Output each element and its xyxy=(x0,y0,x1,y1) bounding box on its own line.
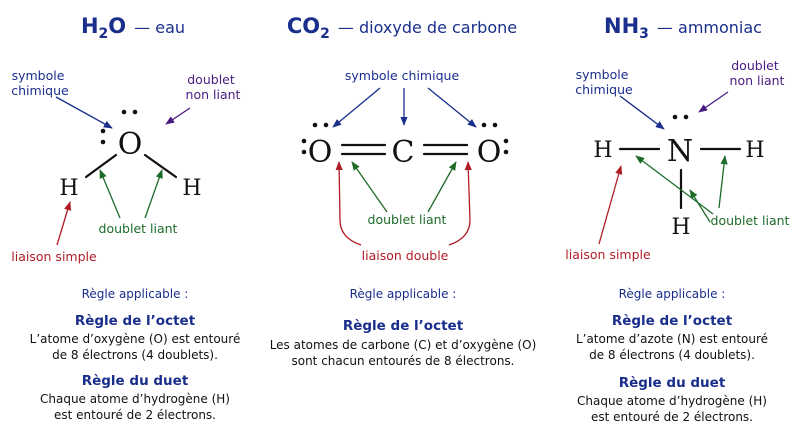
nh3-octet-rule-line-2: de 8 électrons (4 doublets). xyxy=(589,348,755,362)
h2o-symbol-label: symbole chimique xyxy=(11,68,69,98)
h2o-octet-rule-line-2: de 8 électrons (4 doublets). xyxy=(52,348,218,362)
nh3-hydrogen-left-atom: H xyxy=(593,138,612,163)
co2-octet-rule-line-2: sont chacun entourés de 8 électrons. xyxy=(291,354,514,368)
co2-bond-arrow-right xyxy=(448,161,472,246)
h2o-lone-pair-left xyxy=(100,128,106,145)
co2-bond-label: liaison double xyxy=(362,248,449,263)
nh3-rule-intro: Règle applicable : xyxy=(619,287,726,301)
nh3-hydrogen-right-atom: H xyxy=(745,138,764,163)
co2-rule-intro: Règle applicable : xyxy=(350,287,457,301)
co2-symbol-arrow-left xyxy=(332,87,381,128)
nh3-duet-rule-line-2: est entouré de 2 électrons. xyxy=(591,410,753,424)
h2o-lone-pair-label: doublet non liant xyxy=(186,72,241,102)
nh3-duet-rule-line-1: Chaque atome d’hydrogène (H) xyxy=(577,394,767,408)
nh3-bonding-arrow-bottom xyxy=(689,189,711,223)
h2o-rule-intro: Règle applicable : xyxy=(82,287,189,301)
co2-carbon-atom: C xyxy=(392,135,415,170)
h2o-duet-rule-line-2: est entouré de 2 électrons. xyxy=(54,408,216,422)
co2-double-bond-left xyxy=(340,143,387,156)
nh3-octet-rule-title: Règle de l’octet xyxy=(612,313,733,329)
h2o-title: H2O— eau xyxy=(81,14,185,42)
co2-panel: CO2— dioxyde de carbone O C O symb xyxy=(270,14,537,368)
h2o-bonding-arrow-left xyxy=(99,169,121,219)
co2-lone-pair-right-side xyxy=(503,138,509,155)
co2-bond-arrow-left xyxy=(335,161,362,246)
co2-symbol-arrow-right xyxy=(427,87,477,128)
co2-bonding-label: doublet liant xyxy=(368,212,447,227)
nh3-bond-label: liaison simple xyxy=(565,247,651,262)
nh3-lone-pair-label: doublet non liant xyxy=(730,58,785,88)
h2o-symbol-arrow xyxy=(55,96,113,129)
h2o-bond-label: liaison simple xyxy=(11,249,97,264)
h2o-octet-rule-title: Règle de l’octet xyxy=(75,313,196,329)
h2o-panel: H2O— eau O H H symbole chimique doublet … xyxy=(11,14,240,422)
nh3-panel: NH3— ammoniac N H H H symbole chimique d… xyxy=(565,14,789,424)
co2-symbol-label: symbole chimique xyxy=(345,68,460,83)
h2o-lone-pair-arrow xyxy=(165,107,191,125)
h2o-lone-pair-top xyxy=(121,109,138,115)
nh3-duet-rule-title: Règle du duet xyxy=(619,375,726,391)
h2o-octet-rule-line-1: L’atome d’oxygène (O) est entouré xyxy=(30,332,241,346)
co2-lone-pair-left-top xyxy=(312,122,329,128)
h2o-bond-left xyxy=(84,153,118,179)
nh3-hydrogen-bottom-atom: H xyxy=(671,215,690,240)
nh3-octet-rule-line-1: L’atome d’azote (N) est entouré xyxy=(576,332,768,346)
co2-double-bond-right xyxy=(422,143,469,156)
co2-oxygen-left-atom: O xyxy=(308,135,333,170)
co2-bonding-arrow-left xyxy=(351,161,388,213)
co2-lone-pair-right-top xyxy=(481,122,498,128)
h2o-bonding-label: doublet liant xyxy=(99,221,178,236)
nh3-bond-arrow xyxy=(598,165,623,245)
co2-bonding-arrow-right xyxy=(427,161,457,213)
nh3-symbol-label: symbole chimique xyxy=(575,67,633,97)
nh3-bonding-arrow-left xyxy=(635,155,714,215)
h2o-bond-right xyxy=(143,153,178,179)
nh3-lone-pair-arrow xyxy=(698,91,729,113)
co2-octet-rule-title: Règle de l’octet xyxy=(343,318,464,334)
nh3-nitrogen-atom: N xyxy=(667,134,693,169)
nh3-lone-pair-top xyxy=(672,114,689,120)
h2o-duet-rule-title: Règle du duet xyxy=(82,373,189,389)
co2-octet-rule-line-1: Les atomes de carbone (C) et d’oxygène (… xyxy=(270,338,537,352)
nh3-bonding-arrow-right xyxy=(718,155,728,209)
nh3-bonding-label: doublet liant xyxy=(711,213,790,228)
h2o-hydrogen-right-atom: H xyxy=(182,176,201,201)
h2o-bond-arrow xyxy=(56,201,72,246)
co2-oxygen-right-atom: O xyxy=(477,135,502,170)
h2o-hydrogen-left-atom: H xyxy=(59,176,78,201)
h2o-duet-rule-line-1: Chaque atome d’hydrogène (H) xyxy=(40,392,230,406)
h2o-bonding-arrow-right xyxy=(144,169,163,219)
co2-lone-pair-left-side xyxy=(301,138,307,155)
nh3-title: NH3— ammoniac xyxy=(604,14,762,42)
h2o-oxygen-atom: O xyxy=(118,127,143,162)
co2-title: CO2— dioxyde de carbone xyxy=(287,14,517,42)
nh3-symbol-arrow xyxy=(619,95,665,130)
